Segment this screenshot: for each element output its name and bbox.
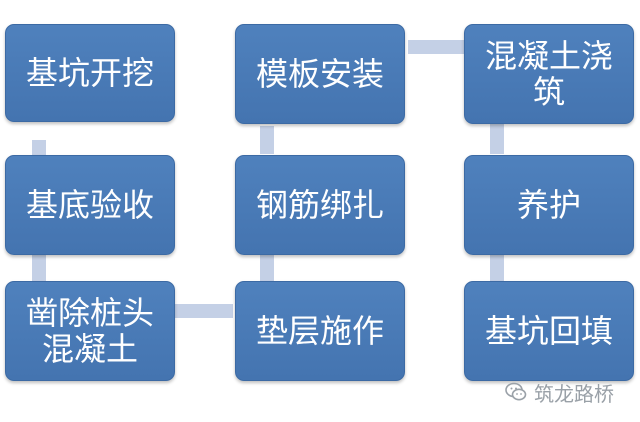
node-rebar-binding-label: 钢筋绑扎: [255, 186, 384, 224]
node-pit-backfill: 基坑回填: [464, 281, 634, 381]
watermark: 筑龙路桥: [504, 372, 614, 412]
node-pile-head-chiseling: 凿除桩头混凝土: [5, 281, 175, 381]
node-curing-label: 养护: [516, 186, 581, 224]
node-cushion-construction: 垫层施作: [235, 281, 405, 381]
node-formwork-installation: 模板安装: [235, 24, 405, 124]
connector-cushion-to-rebar: [260, 255, 274, 281]
node-rebar-binding: 钢筋绑扎: [235, 155, 405, 255]
node-base-inspection: 基底验收: [5, 155, 175, 255]
connector-formwork-to-pouring: [408, 40, 464, 54]
connector-inspection-to-chiseling: [32, 255, 46, 281]
watermark-text: 筑龙路桥: [534, 381, 614, 406]
node-cushion-construction-label: 垫层施作: [255, 312, 384, 350]
node-concrete-pouring-label: 混凝土浇筑: [484, 37, 613, 111]
node-pile-head-chiseling-label: 凿除桩头混凝土: [25, 294, 154, 368]
node-excavation: 基坑开挖: [5, 24, 175, 122]
wechat-icon: [505, 382, 527, 401]
connector-rebar-to-formwork: [260, 126, 274, 154]
connector-excavation-to-inspection: [32, 140, 46, 156]
node-base-inspection-label: 基底验收: [25, 186, 154, 224]
node-pit-backfill-label: 基坑回填: [484, 312, 613, 350]
node-formwork-installation-label: 模板安装: [255, 55, 384, 93]
connector-curing-to-backfill: [490, 255, 504, 281]
node-concrete-pouring: 混凝土浇筑: [464, 24, 634, 124]
node-excavation-label: 基坑开挖: [25, 54, 154, 92]
connector-chiseling-to-cushion: [175, 304, 233, 318]
connector-pouring-to-curing: [490, 124, 504, 154]
node-curing: 养护: [464, 155, 634, 255]
